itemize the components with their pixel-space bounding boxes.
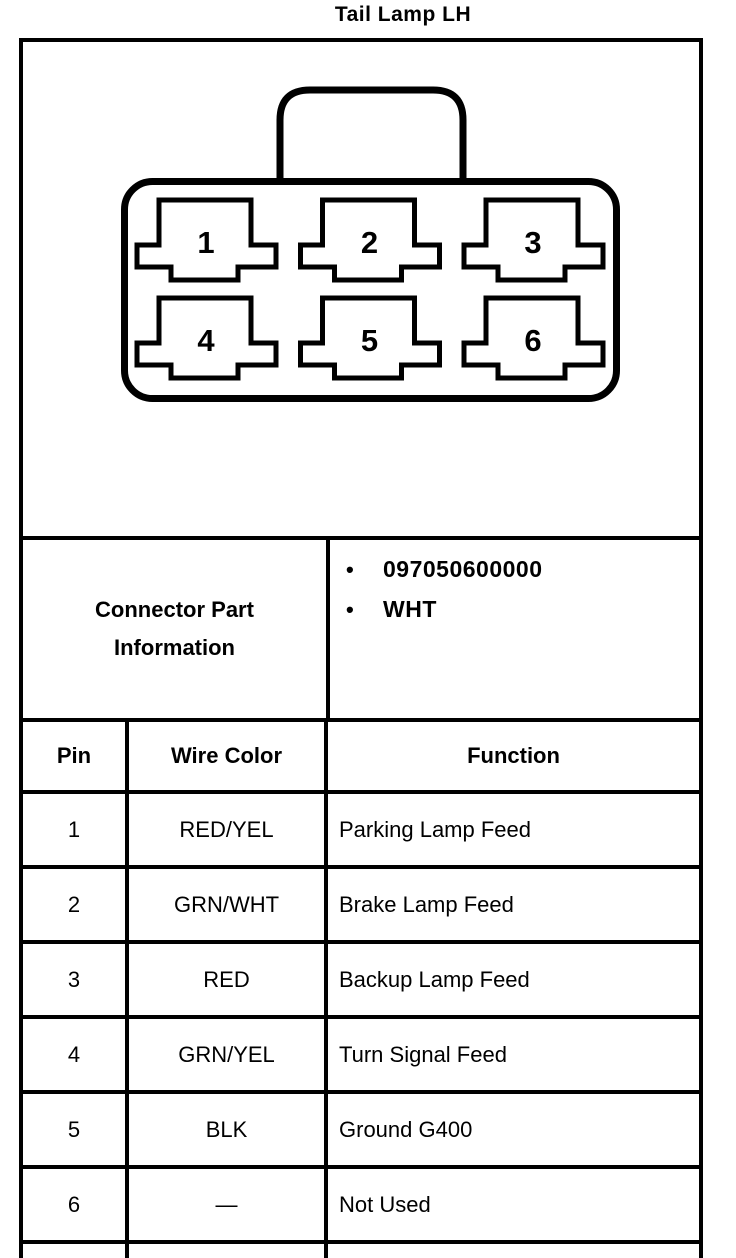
connector-color-value: WHT [383,596,437,622]
wire-color-cell: RED/YEL [129,794,328,865]
function-cell: Not Used [339,1191,431,1217]
pin-1-number: 1 [197,225,214,260]
page-title: Tail Lamp LH [334,3,472,26]
header-cell-pin: Pin [23,722,129,790]
header-cell-function: Function [467,743,560,768]
table-row: 6 — Not Used [23,1165,699,1240]
pin-2-number: 2 [361,225,378,260]
pin-cell: 2 [23,869,129,940]
pin-5-number: 5 [361,323,378,358]
pin-4-cavity [134,295,279,381]
bullet-icon: • [346,557,354,582]
wire-color-cell [129,1244,328,1258]
function-cell: Turn Signal Feed [339,1041,507,1067]
function-cell: Parking Lamp Feed [339,816,531,842]
connector-lock-tab [276,86,467,184]
table-row-partial [23,1240,699,1258]
table-row: 5 BLK Ground G400 [23,1090,699,1165]
pin-table-header: Pin Wire Color Function [23,718,699,790]
connector-diagram-section: 1 2 3 4 5 6 [23,42,699,536]
pin-cell: 3 [23,944,129,1015]
wire-color-cell: — [129,1169,328,1240]
function-cell: Brake Lamp Feed [339,891,514,917]
part-info-values-cell: • 097050600000 • WHT [330,540,699,718]
function-cell: Ground G400 [339,1116,473,1142]
header-cell-wire-color: Wire Color [129,722,328,790]
part-info-row: Connector Part Information • 09705060000… [23,536,699,718]
table-row: 1 RED/YEL Parking Lamp Feed [23,790,699,865]
pin-cell: 6 [23,1169,129,1240]
pin-6-cavity [461,295,606,381]
bullet-icon: • [346,597,354,622]
wire-color-cell: RED [129,944,328,1015]
part-info-label: Connector Part Information [95,597,254,660]
pin-3-number: 3 [524,225,541,260]
pin-1-cavity [134,197,279,283]
function-cell: Backup Lamp Feed [339,966,530,992]
part-info-header-cell: Connector Part Information [23,540,330,718]
pin-6-number: 6 [524,323,541,358]
pin-2-cavity [298,197,442,283]
pin-cell: 5 [23,1094,129,1165]
part-number-item: • 097050600000 [330,554,699,585]
wire-color-cell: GRN/YEL [129,1019,328,1090]
pin-cell [23,1244,129,1258]
wire-color-cell: BLK [129,1094,328,1165]
part-number-value: 097050600000 [383,556,543,582]
wire-color-cell: GRN/WHT [129,869,328,940]
pin-cell: 1 [23,794,129,865]
connector-color-item: • WHT [330,594,699,625]
connector-sheet: 1 2 3 4 5 6 Connector Part Information •… [19,38,703,1258]
table-row: 3 RED Backup Lamp Feed [23,940,699,1015]
pin-4-number: 4 [197,323,215,358]
pin-3-cavity [461,197,606,283]
table-row: 4 GRN/YEL Turn Signal Feed [23,1015,699,1090]
table-row: 2 GRN/WHT Brake Lamp Feed [23,865,699,940]
pin-5-cavity [298,295,442,381]
connector-diagram: 1 2 3 4 5 6 [121,86,620,402]
function-cell [328,1244,699,1258]
pin-cell: 4 [23,1019,129,1090]
